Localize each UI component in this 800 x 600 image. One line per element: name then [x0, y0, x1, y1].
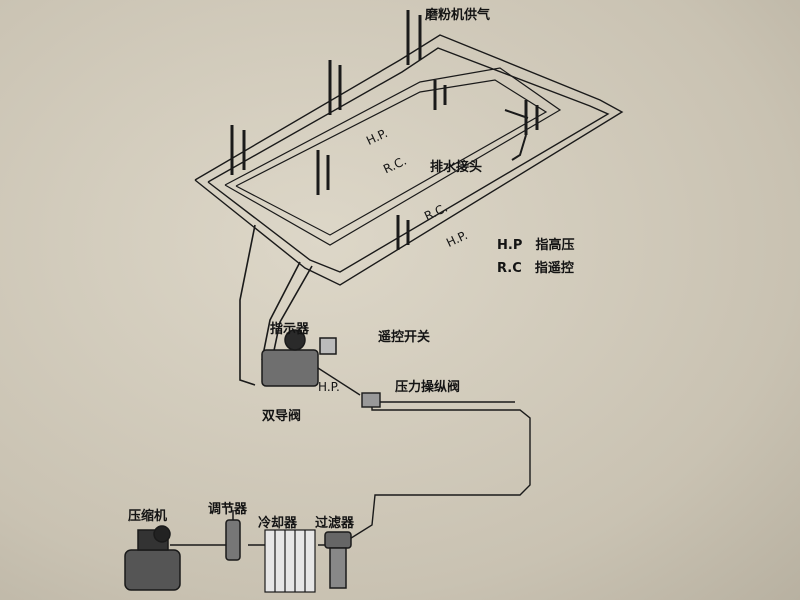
label-pressure-valve: 压力操纵阀: [395, 376, 460, 395]
filter-shape: [325, 532, 351, 588]
label-indicator: 指示器: [270, 318, 309, 337]
label-cooler: 冷却器: [258, 512, 297, 531]
label-hp-small: H.P.: [318, 380, 340, 394]
label-filter: 过滤器: [315, 512, 354, 531]
legend-hp-code: H.P: [497, 238, 522, 253]
label-dual-valve: 双导阀: [262, 405, 301, 424]
legend-rc-code: R.C: [497, 261, 522, 276]
label-drain-joint: 排水接头: [430, 156, 482, 175]
legend-hp-text: 指高压: [535, 238, 574, 253]
label-compressor: 压缩机: [128, 505, 167, 524]
regulator-shape: [226, 510, 240, 560]
cooler-shape: [265, 530, 315, 592]
legend-rc-text: 指遥控: [535, 261, 574, 276]
legend: H.P 指高压 R.C 指遥控: [497, 234, 574, 276]
label-mill-supply: 磨粉机供气: [425, 4, 490, 23]
compressor-shape: [125, 526, 180, 590]
label-regulator: 调节器: [208, 498, 247, 517]
rc-loop: [225, 68, 560, 245]
dual-valve: [262, 330, 336, 386]
label-remote-switch: 遥控开关: [378, 326, 430, 345]
